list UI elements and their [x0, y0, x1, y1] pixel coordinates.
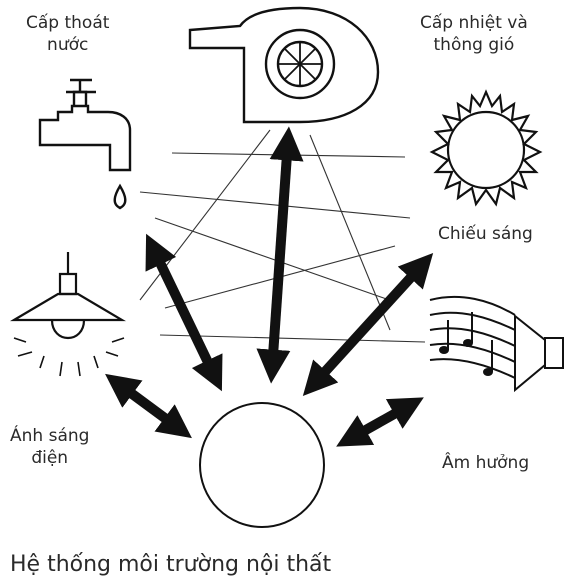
label-water-line-1: Cấp thoát	[26, 12, 109, 34]
fan-icon	[190, 8, 378, 122]
label-acoustics-text: Âm hưởng	[442, 452, 529, 474]
label-heating-line-1: Cấp nhiệt và	[420, 12, 528, 34]
connector-arrows	[116, 140, 424, 440]
lamp-icon	[14, 252, 124, 376]
label-lighting: Chiếu sáng	[438, 223, 533, 245]
label-lighting-text: Chiếu sáng	[438, 223, 533, 245]
arrow-water	[152, 246, 216, 379]
label-water-line-2: nước	[26, 34, 109, 56]
arrow-lighting	[312, 263, 424, 386]
arrow-acoustics	[348, 404, 412, 440]
label-heating-ventilation: Cấp nhiệt và thông gió	[420, 12, 528, 56]
label-electric-line-1: Ánh sáng	[10, 425, 89, 447]
label-acoustics: Âm hưởng	[442, 452, 529, 474]
label-electric-line-2: điện	[10, 447, 89, 469]
arrow-electric-light	[116, 382, 181, 430]
faucet-icon	[40, 80, 130, 208]
speaker-icon	[430, 297, 563, 390]
label-heating-line-2: thông gió	[420, 34, 528, 56]
diagram-caption: Hệ thống môi trường nội thất	[10, 552, 331, 577]
label-electric-light: Ánh sáng điện	[10, 425, 89, 469]
interior-circle	[200, 403, 324, 527]
label-water-supply: Cấp thoát nước	[26, 12, 109, 56]
arrow-heating	[272, 140, 288, 370]
sun-icon	[432, 92, 540, 204]
